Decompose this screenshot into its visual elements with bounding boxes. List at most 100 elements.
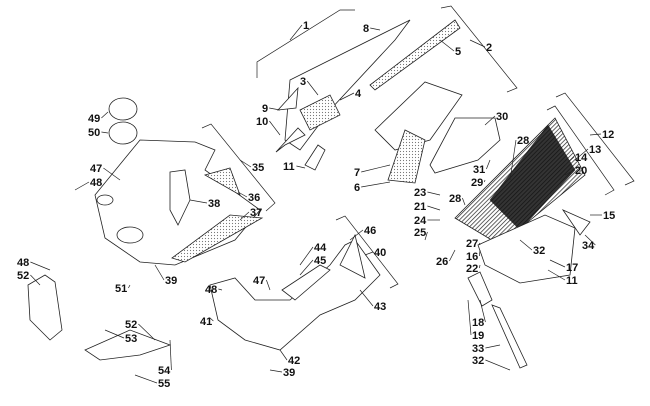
callout-5: 5: [455, 46, 461, 58]
group-brackets: [201, 5, 635, 289]
callout-52: 52: [125, 319, 137, 331]
leader-line: [189, 199, 208, 204]
callout-48: 48: [90, 177, 102, 189]
callout-24: 24: [414, 215, 427, 227]
callout-39: 39: [165, 275, 177, 287]
bracket-11: [304, 144, 326, 171]
leader-line: [547, 269, 566, 281]
callout-21: 21: [414, 201, 426, 213]
callout-52: 52: [17, 270, 29, 282]
leader-line: [239, 211, 250, 221]
leader-line: [361, 164, 391, 173]
vent-hole-a: [116, 226, 144, 244]
leader-line: [104, 329, 125, 339]
leader-line: [299, 246, 314, 266]
lower-pan-42: [209, 239, 381, 351]
part-drawings: [27, 19, 591, 369]
callout-39: 39: [283, 367, 295, 379]
callout-37: 37: [250, 207, 262, 219]
callout-47: 47: [253, 275, 265, 287]
vent-hole-b: [96, 194, 114, 206]
leader-line: [449, 249, 456, 262]
gasket-50: [108, 121, 138, 145]
callout-4: 4: [355, 88, 362, 100]
callout-20: 20: [575, 165, 587, 177]
panel-43: [339, 233, 366, 279]
callout-11: 11: [566, 275, 578, 287]
leader-line: [424, 231, 428, 241]
console-graphic: [489, 124, 576, 231]
callout-31: 31: [473, 164, 485, 176]
callout-47: 47: [90, 163, 102, 175]
callout-44: 44: [314, 242, 327, 254]
gauge-panel-30: [429, 117, 501, 174]
callout-53: 53: [125, 333, 137, 345]
callout-54: 54: [158, 365, 171, 377]
leader-line: [349, 229, 364, 241]
leader-line: [269, 107, 281, 111]
leader-line: [484, 179, 486, 183]
leader-line: [359, 289, 374, 307]
callout-10: 10: [256, 116, 268, 128]
callout-43: 43: [374, 301, 386, 313]
bracket-38: [169, 169, 191, 226]
leader-line: [101, 111, 109, 119]
callout-22: 22: [466, 263, 478, 275]
leader-line: [519, 239, 533, 251]
gasket-49: [108, 97, 138, 121]
callout-12: 12: [602, 129, 614, 141]
leader-line: [467, 299, 472, 336]
trim-strip-5: [369, 19, 461, 91]
callout-48: 48: [17, 257, 29, 269]
callout-46: 46: [364, 225, 376, 237]
trim-33: [491, 304, 528, 369]
leader-line: [296, 165, 306, 169]
leader-line: [589, 133, 602, 136]
callout-35: 35: [252, 162, 264, 174]
leader-line: [439, 39, 455, 52]
callout-55: 55: [158, 378, 170, 390]
leader-line: [549, 259, 566, 268]
leader-line: [462, 197, 466, 206]
callout-23: 23: [414, 187, 426, 199]
callout-45: 45: [314, 255, 326, 267]
callout-33: 33: [472, 343, 484, 355]
leader-line: [269, 369, 283, 373]
side-panel-10: [275, 127, 306, 153]
callout-16: 16: [466, 251, 478, 263]
leader-line: [361, 181, 391, 188]
callout-42: 42: [288, 355, 300, 367]
leader-line: [427, 191, 441, 196]
pad-6: [387, 129, 426, 184]
leader-line: [427, 205, 441, 211]
leader-lines: [30, 24, 602, 384]
leader-line: [237, 191, 248, 198]
lower-console-11: [477, 214, 576, 284]
skid-plate-52: [84, 329, 172, 361]
plate-18: [467, 271, 493, 307]
leader-line: [479, 242, 481, 246]
leader-line: [289, 24, 303, 41]
leader-line: [486, 159, 491, 170]
callout-32: 32: [472, 355, 484, 367]
callout-8: 8: [363, 23, 369, 35]
callout-11: 11: [283, 161, 295, 173]
leader-line: [479, 264, 481, 269]
callout-9: 9: [262, 103, 268, 115]
callout-15: 15: [603, 210, 615, 222]
side-trim-15: [561, 209, 591, 236]
hood-insert: [299, 94, 341, 131]
callout-38: 38: [208, 198, 220, 210]
callout-34: 34: [582, 240, 595, 252]
callout-36: 36: [248, 192, 260, 204]
leader-line: [134, 374, 158, 384]
callout-28: 28: [517, 135, 529, 147]
callout-3: 3: [300, 76, 306, 88]
leader-line: [479, 299, 486, 323]
leader-line: [266, 279, 271, 291]
callout-51: 51: [115, 283, 127, 295]
callout-40: 40: [374, 247, 386, 259]
leader-line: [364, 251, 374, 256]
